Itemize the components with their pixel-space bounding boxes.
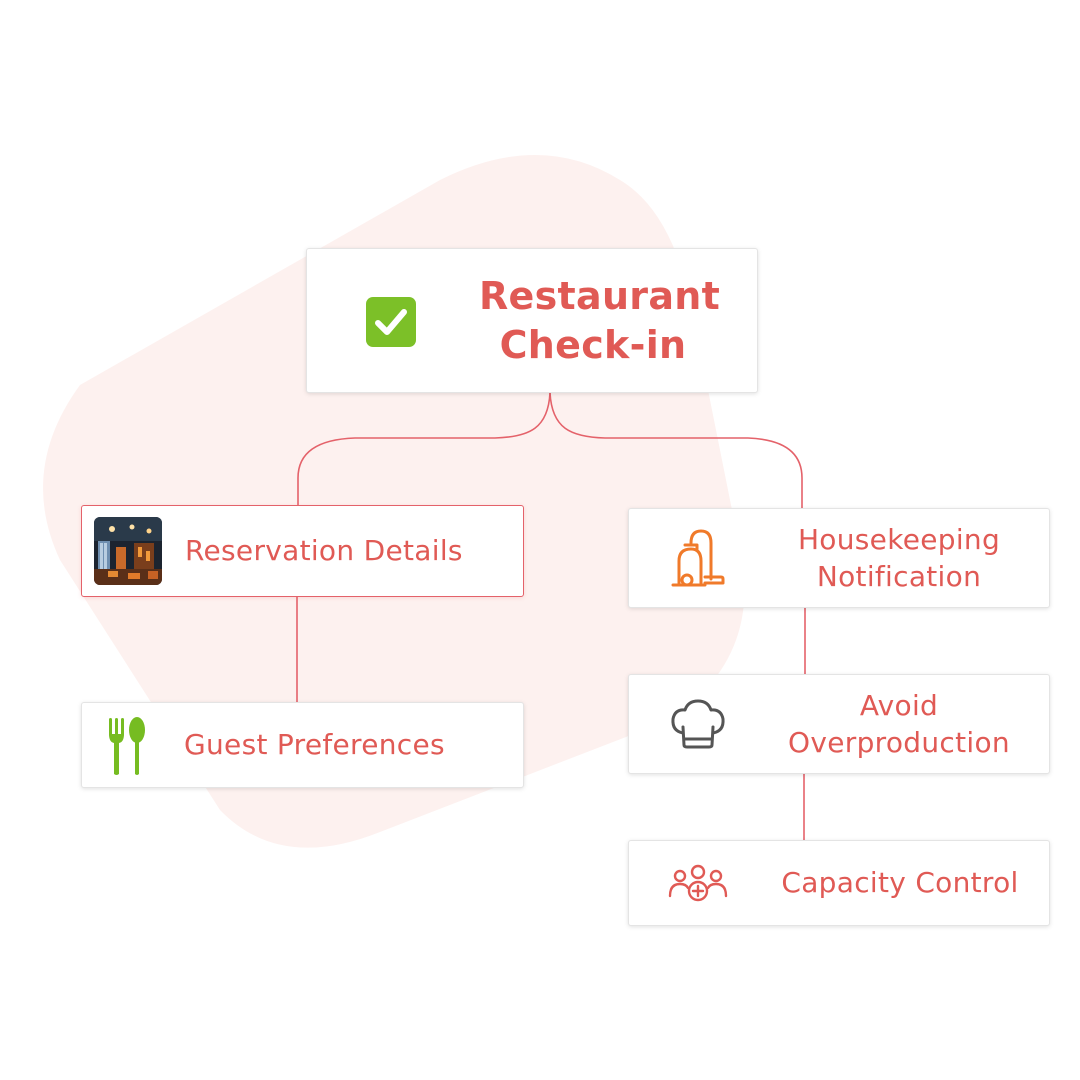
connector-root-left xyxy=(297,392,551,506)
checkbox-checked-icon xyxy=(366,297,416,347)
node-capacity-control[interactable]: Capacity Control xyxy=(628,840,1050,926)
vacuum-cleaner-icon xyxy=(671,529,725,587)
fork-spoon-icon xyxy=(109,717,145,775)
chef-hat-icon xyxy=(671,699,725,749)
connector-root-right xyxy=(549,392,803,508)
node-reservation-details[interactable]: Reservation Details xyxy=(81,505,524,597)
root-node-restaurant-check-in[interactable]: Restaurant Check-in xyxy=(306,248,758,393)
group-add-icon xyxy=(668,864,728,902)
node-avoid-overproduction-label: Avoid Overproduction xyxy=(788,689,1010,759)
root-node-title: Restaurant Check-in xyxy=(479,274,721,367)
node-reservation-details-label: Reservation Details xyxy=(185,534,463,567)
node-housekeeping-notification-label: Housekeeping Notification xyxy=(797,523,1001,593)
restaurant-photo xyxy=(94,517,162,585)
node-avoid-overproduction[interactable]: Avoid Overproduction xyxy=(628,674,1050,774)
node-housekeeping-notification[interactable]: Housekeeping Notification xyxy=(628,508,1050,608)
node-guest-preferences-label: Guest Preferences xyxy=(184,728,445,761)
node-guest-preferences[interactable]: Guest Preferences xyxy=(81,702,524,788)
node-capacity-control-label: Capacity Control xyxy=(781,866,1019,899)
